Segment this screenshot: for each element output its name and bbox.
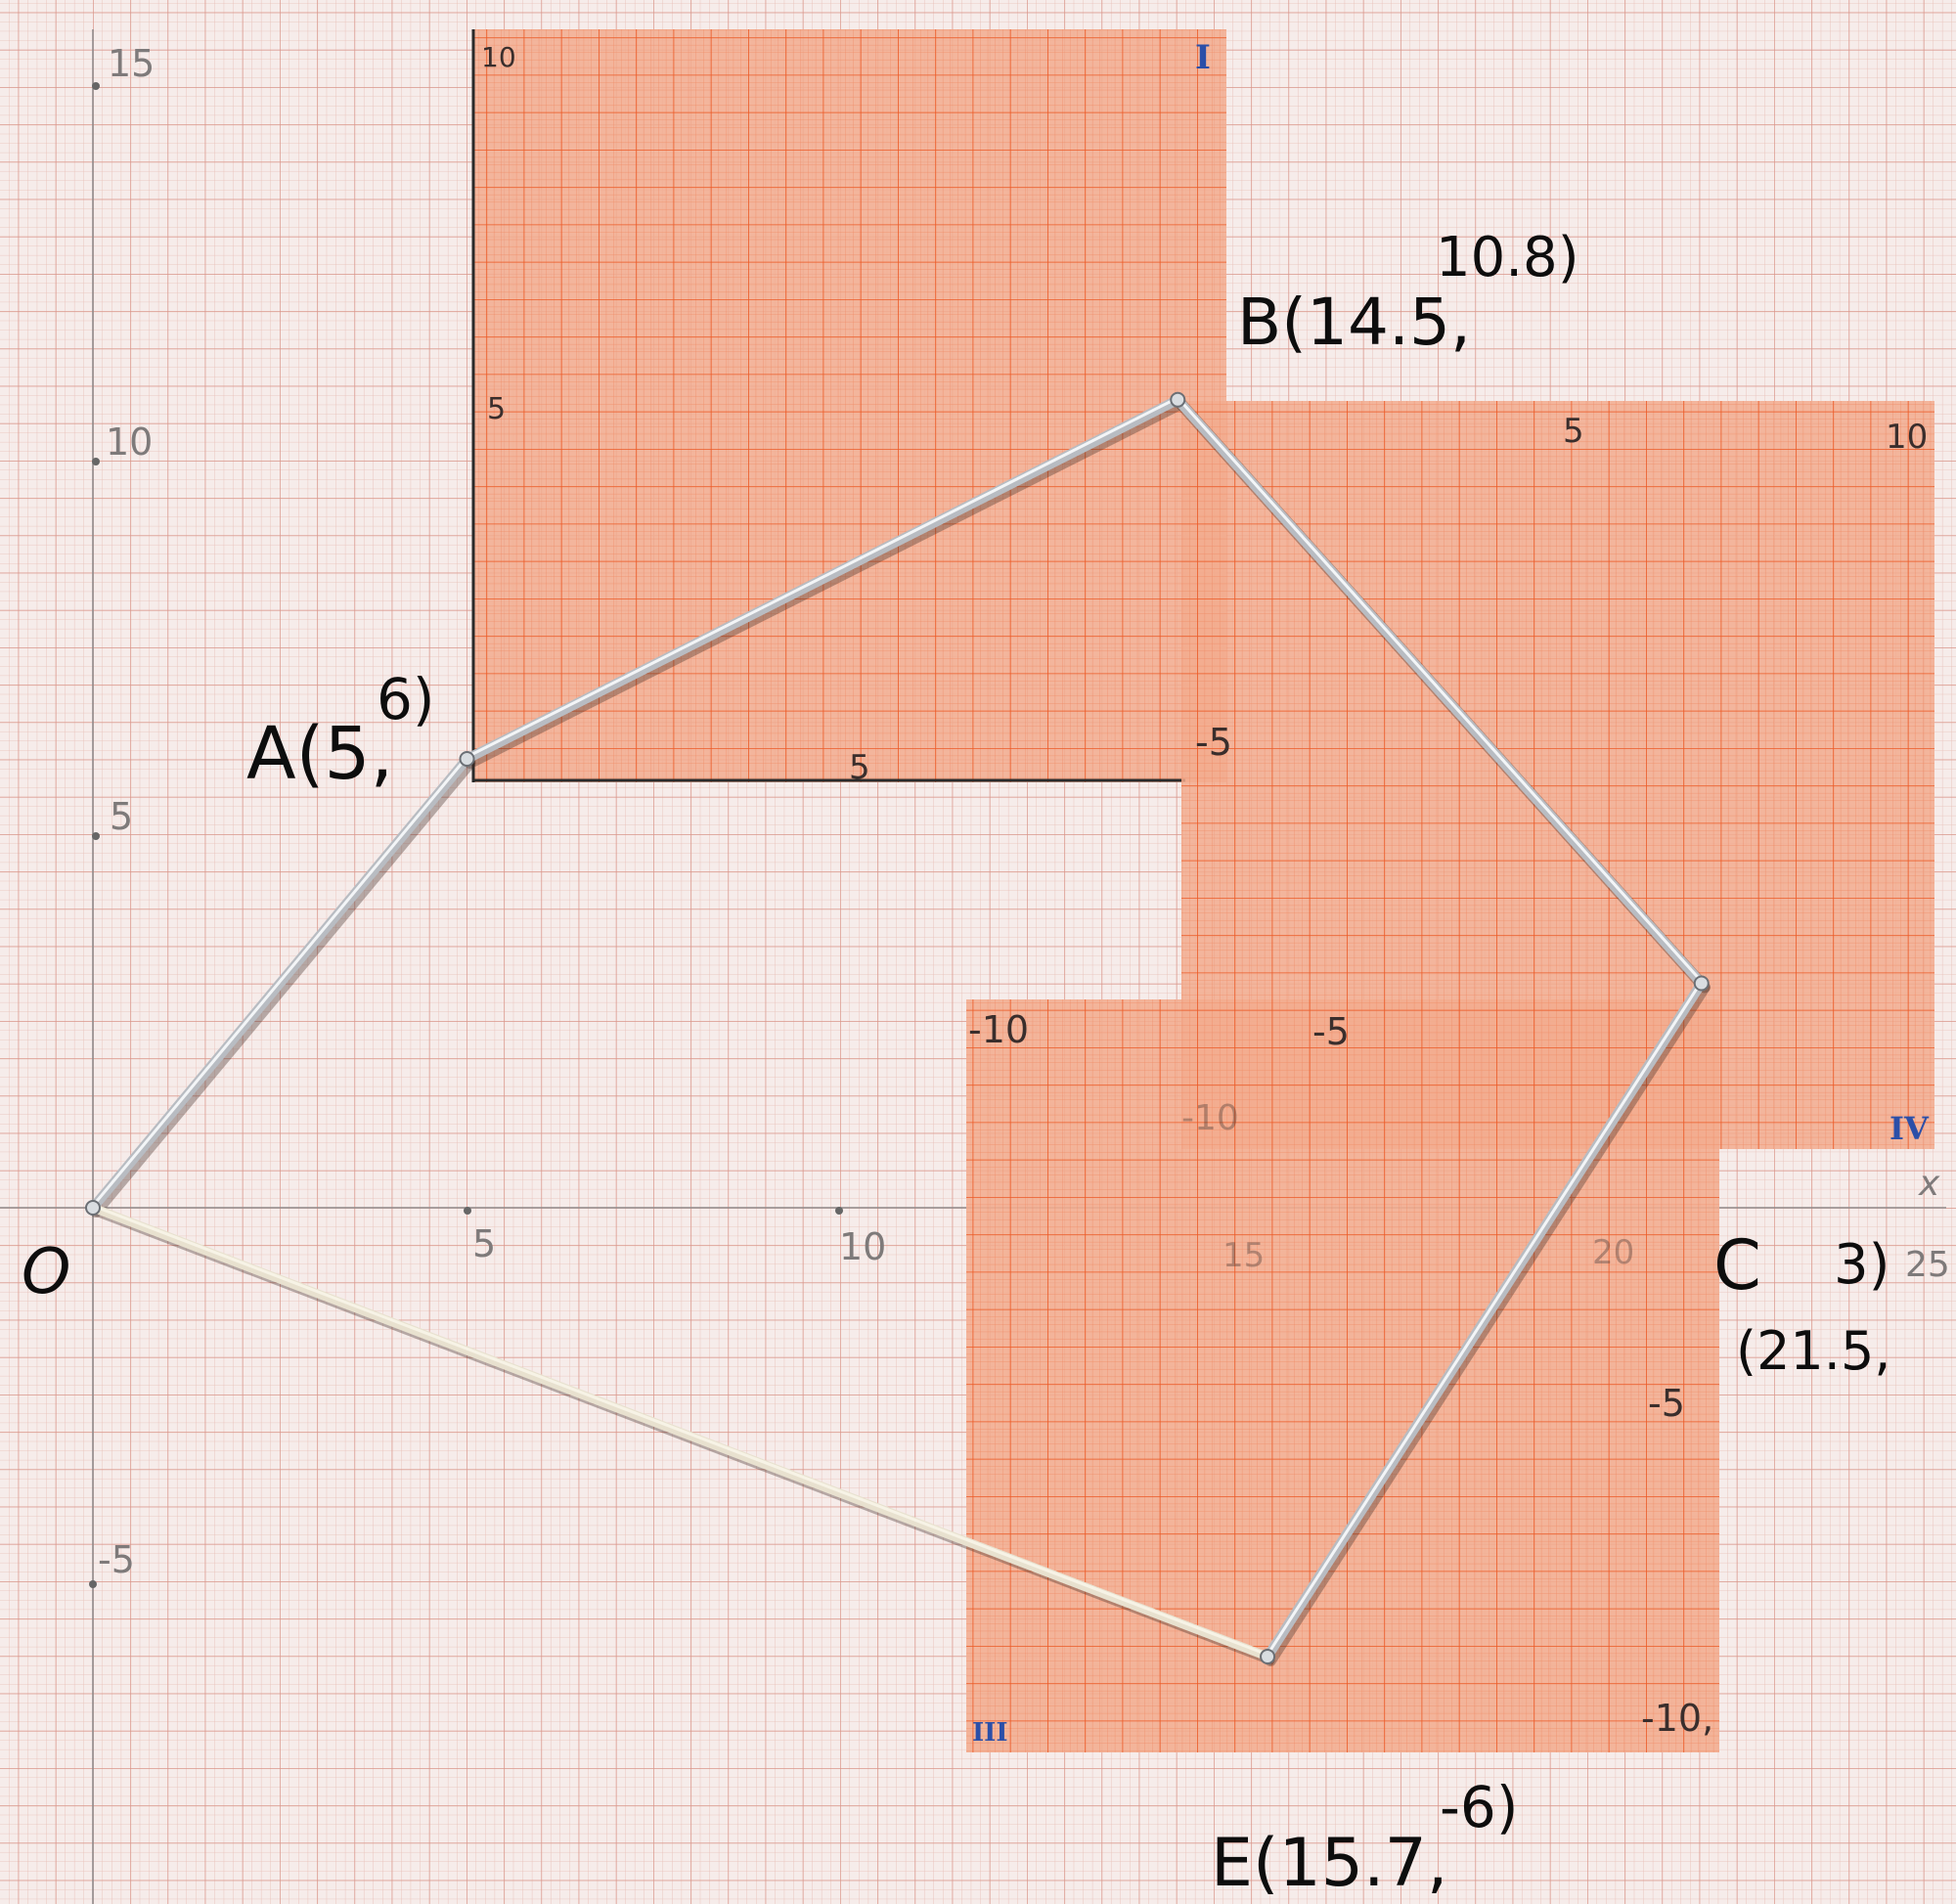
point-A-label: A(5, [246,712,393,796]
point-C-name: C [1713,1225,1761,1306]
x-tick-25: 25 [1905,1245,1950,1285]
sheet-III-tick-15: 15 [1222,1236,1265,1275]
vertex-joint-C [1693,975,1710,992]
sheet-IV-quadrant-label: IV [1889,1110,1930,1147]
vertex-joint-O [85,1200,101,1216]
sheet-III-tick-minus5-right: -5 [1648,1382,1685,1425]
sheet-IV-tick-10: 10 [1886,418,1928,457]
point-C-label: (21.5, [1736,1320,1890,1382]
sheet-III-tick-minus10-bottom: -10, [1641,1697,1713,1740]
string-edge-E-O [88,1203,1272,1661]
y-tick-10: 10 [106,421,153,464]
x-tick-10: 10 [839,1225,886,1268]
sheet-III-tick-20: 20 [1592,1233,1634,1272]
rod-highlight-B-C [1176,396,1704,983]
sheet-III-quadrant-label: III [972,1718,1008,1748]
point-labels: O A(5, 6) B(14.5, 10.8) C (21.5, 3) E(15… [22,226,1890,1902]
x-axis-name: x [1918,1164,1940,1204]
x-tick-5: 5 [472,1222,496,1265]
sheet-quadrant-III: -10 -5 -10 15 20 -5 -10, III [966,999,1719,1752]
sheet-I-quadrant-label: I [1195,38,1211,77]
point-C-y-label: 3) [1834,1233,1889,1297]
origin-label: O [22,1236,70,1308]
rod-highlight-C-E [1266,980,1704,1657]
rod-edge-A-B [462,394,1183,764]
point-B-label: B(14.5, [1237,285,1471,360]
point-E-y-label: -6) [1440,1774,1518,1840]
sheet-IV-tick-5: 5 [1563,412,1584,451]
sheet-quadrant-I: 10 5 5 I [471,29,1226,787]
rod-highlight-E-O [91,1204,1269,1657]
sheet-I-tick-10: 10 [481,41,516,73]
sheet-IV-tick-minus5: -5 [1195,721,1232,764]
sheet-III-tick-minus5: -5 [1312,1010,1350,1053]
vertex-joint-A [459,751,475,767]
rod-highlight-O-A [91,755,468,1208]
vertex-joint-B [1170,391,1186,408]
point-E-label: E(15.7, [1211,1825,1448,1902]
point-A-y-label: 6) [377,666,435,732]
rod-highlight-A-B [466,396,1179,759]
base-axis-labels: 15 10 5 -5 5 10 x 25 [89,42,1950,1588]
polygon-rods [85,391,1711,1666]
y-tick-15: 15 [108,42,155,85]
sheet-I-tick-5-bottom: 5 [849,748,870,787]
vertex-joint-E [1260,1649,1276,1664]
y-tick-5: 5 [110,795,133,838]
y-tick-minus5: -5 [98,1538,135,1581]
sheet-III-tick-inner-minus10: -10 [1181,1098,1239,1138]
point-B-y-label: 10.8) [1436,226,1579,289]
sheet-III-tick-minus10: -10 [968,1008,1029,1051]
sheet-I-tick-5: 5 [487,392,506,426]
